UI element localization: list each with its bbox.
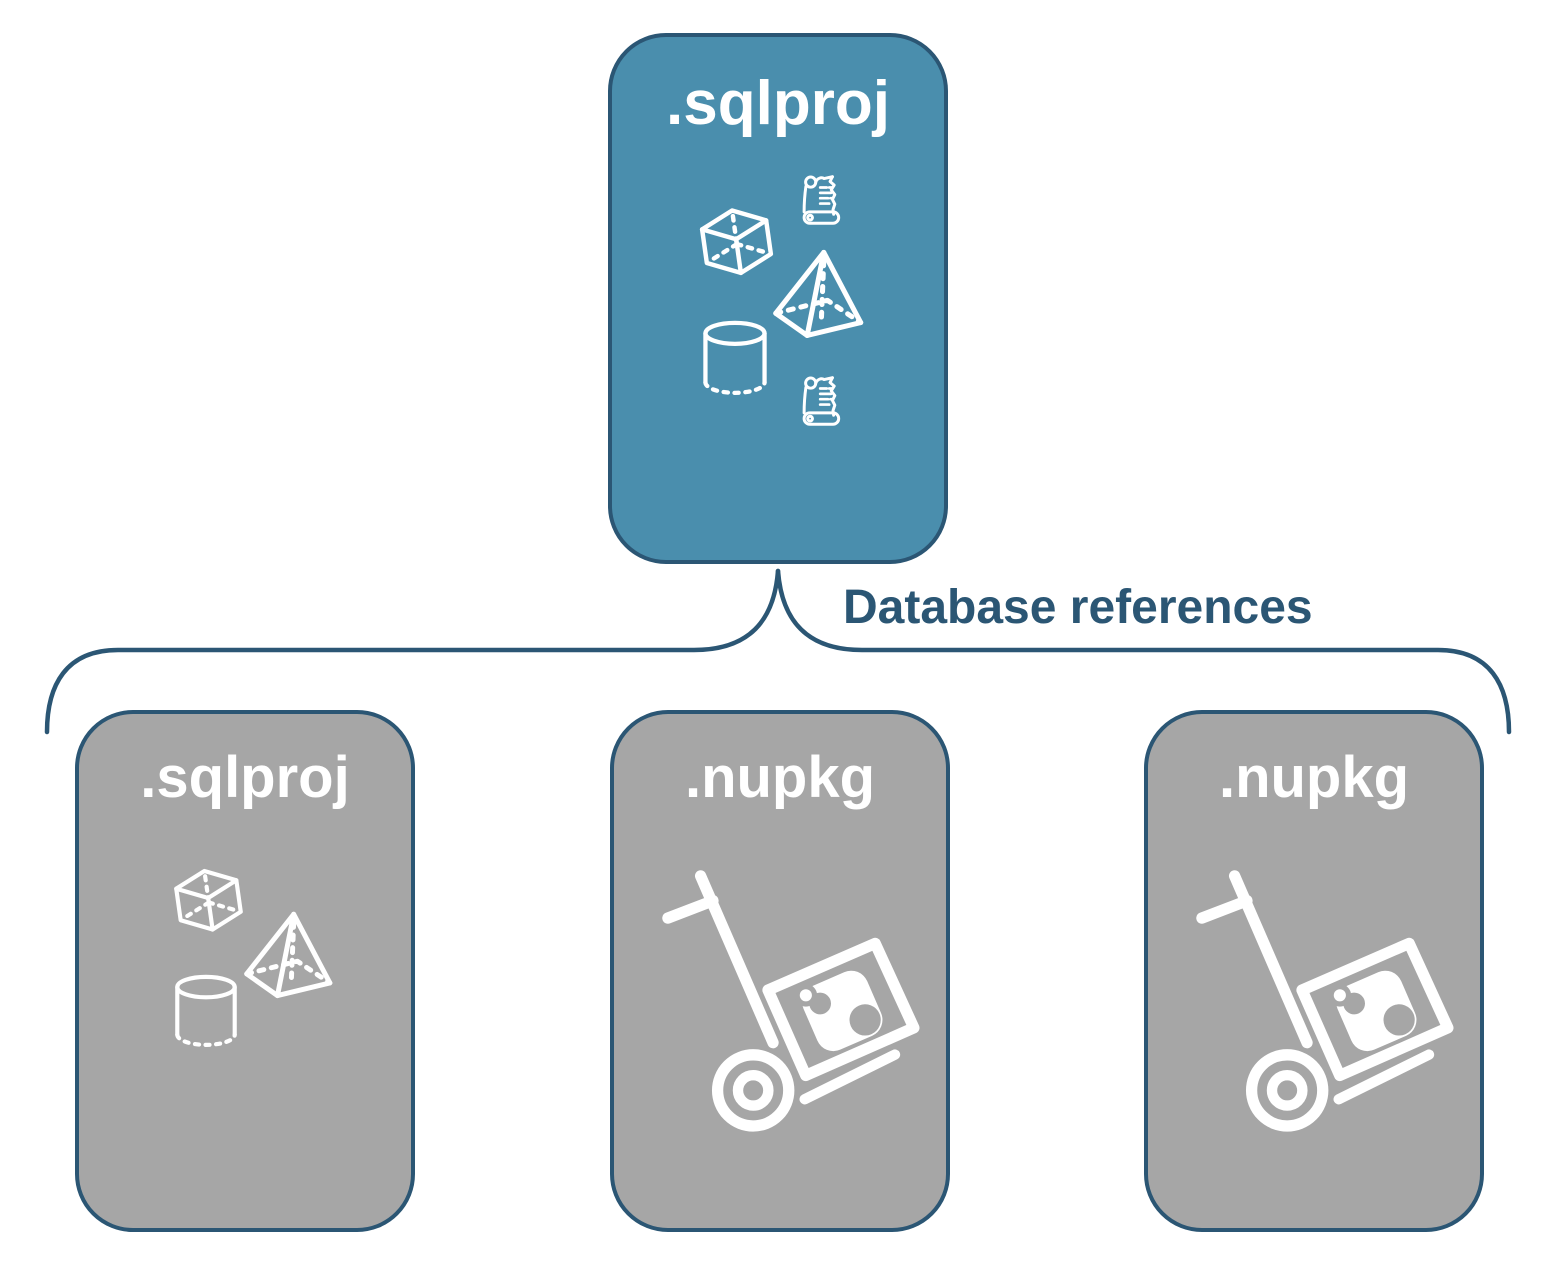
child-box-title: .nupkg [684, 745, 876, 810]
sql-script-icon [792, 169, 852, 231]
cylinder-icon [700, 320, 770, 398]
child-nupkg-box-2: .nupkg [1144, 710, 1484, 1232]
root-sqlproj-box: .sqlproj [608, 33, 948, 564]
child-box-title: .nupkg [1218, 745, 1410, 810]
package-dolly-icon [1188, 859, 1470, 1142]
edge-label: Database references [843, 581, 1313, 634]
root-box-title: .sqlproj [666, 69, 890, 138]
cylinder-icon [172, 974, 240, 1050]
child-box-title: .sqlproj [140, 745, 350, 810]
sql-script-icon [792, 370, 852, 432]
pyramid-icon [241, 907, 341, 1001]
package-dolly-icon [654, 859, 936, 1142]
pyramid-icon [770, 245, 872, 341]
brace-left-half [44, 568, 781, 735]
child-nupkg-box-1: .nupkg [610, 710, 950, 1232]
child-sqlproj-box: .sqlproj [75, 710, 415, 1232]
